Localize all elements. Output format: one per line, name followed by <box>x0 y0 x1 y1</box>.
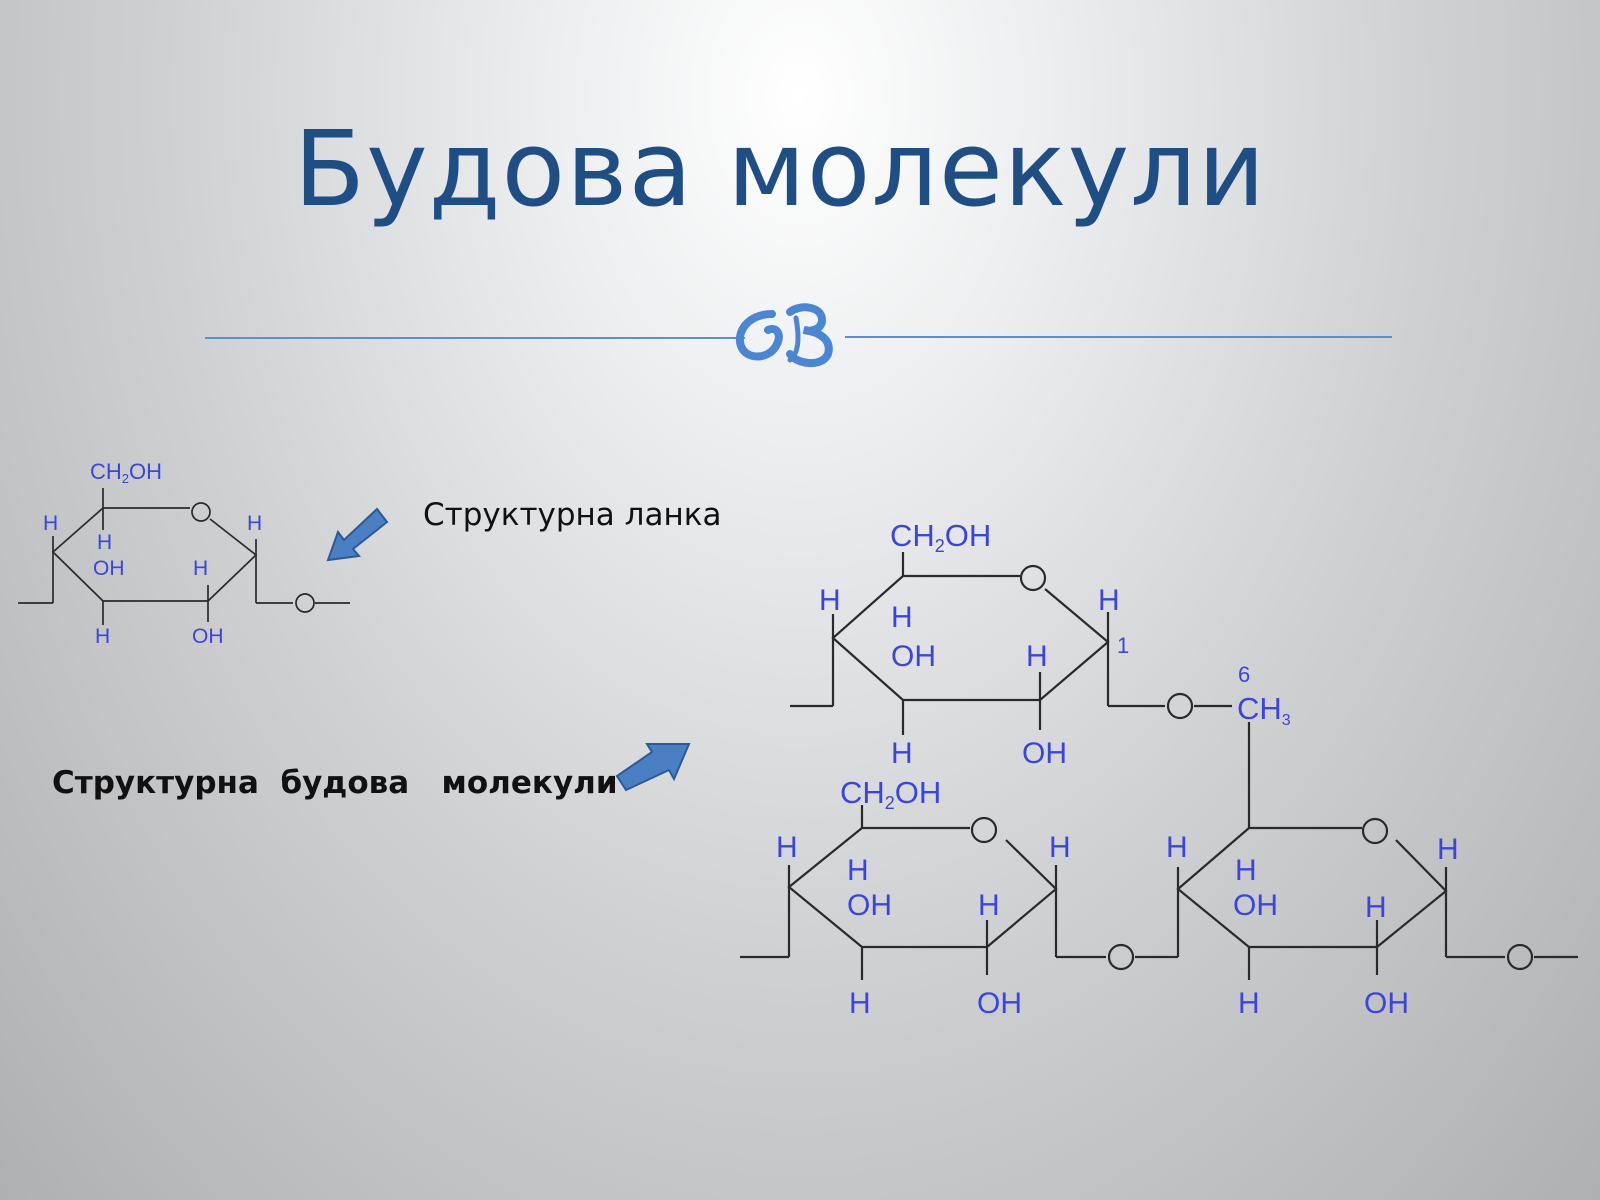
ch2oh-label: CH2OH <box>890 518 991 556</box>
molecule-diagram-bottom-left-ring: CH2OH H H OH H H H OH <box>740 775 1178 1020</box>
h-label: H <box>819 584 841 617</box>
h-label: H <box>193 557 208 580</box>
h-label: H <box>849 987 871 1020</box>
ch2oh-label: CH2OH <box>840 775 941 813</box>
h-label: H <box>97 531 112 554</box>
molecule-structure-label: Структурна будова молекули <box>52 765 618 801</box>
oh-label: OH <box>977 987 1022 1020</box>
h-label: H <box>1235 854 1257 887</box>
block-arrow-icon <box>326 507 389 562</box>
h-label: H <box>1365 891 1387 924</box>
position-number: 6 <box>1238 662 1250 687</box>
h-label: H <box>1098 584 1120 617</box>
ch2oh-label: CH2OH <box>90 459 162 486</box>
swash-ornament-icon <box>735 303 833 367</box>
page-title: Будова молекули <box>293 108 1267 230</box>
molecule-diagram-top-ring: CH2OH H H OH H H 1 H OH 6 CH3 <box>790 518 1291 828</box>
h-label: H <box>1166 831 1188 864</box>
oh-label: OH <box>847 889 892 922</box>
h-label: H <box>43 512 58 535</box>
bridge-oxygen <box>1166 692 1194 720</box>
h-label: H <box>1026 640 1048 673</box>
ring-oxygen <box>191 502 211 522</box>
h-label: H <box>891 737 913 770</box>
oh-label: OH <box>891 640 936 673</box>
h-label: H <box>1437 833 1459 866</box>
title-divider <box>205 303 1392 367</box>
block-arrow-icon <box>615 743 691 792</box>
h-label: H <box>891 601 913 634</box>
h-label: H <box>978 889 1000 922</box>
position-number: 1 <box>1117 633 1129 658</box>
oh-label: OH <box>1233 889 1278 922</box>
oh-label: OH <box>93 557 125 580</box>
h-label: H <box>95 625 110 648</box>
bridge-oxygen <box>1107 943 1135 971</box>
structural-unit-diagram: CH2OH H H OH H H H OH <box>18 459 350 648</box>
bridge-oxygen <box>1506 943 1534 971</box>
oh-label: OH <box>1364 987 1409 1020</box>
ch3-label: CH3 <box>1237 691 1291 729</box>
h-label: H <box>247 512 262 535</box>
ring-oxygen <box>1361 817 1389 845</box>
ring-oxygen <box>1019 564 1047 592</box>
h-label: H <box>847 854 869 887</box>
ring-oxygen <box>970 816 998 844</box>
structural-unit-label: Структурна ланка <box>423 497 722 533</box>
h-label: H <box>776 831 798 864</box>
oh-label: OH <box>192 625 224 648</box>
h-label: H <box>1238 987 1260 1020</box>
h-label: H <box>1049 831 1071 864</box>
bridge-oxygen <box>295 593 315 613</box>
oh-label: OH <box>1022 737 1067 770</box>
molecule-diagram-bottom-right-ring: H H OH H H H OH <box>1166 817 1578 1020</box>
